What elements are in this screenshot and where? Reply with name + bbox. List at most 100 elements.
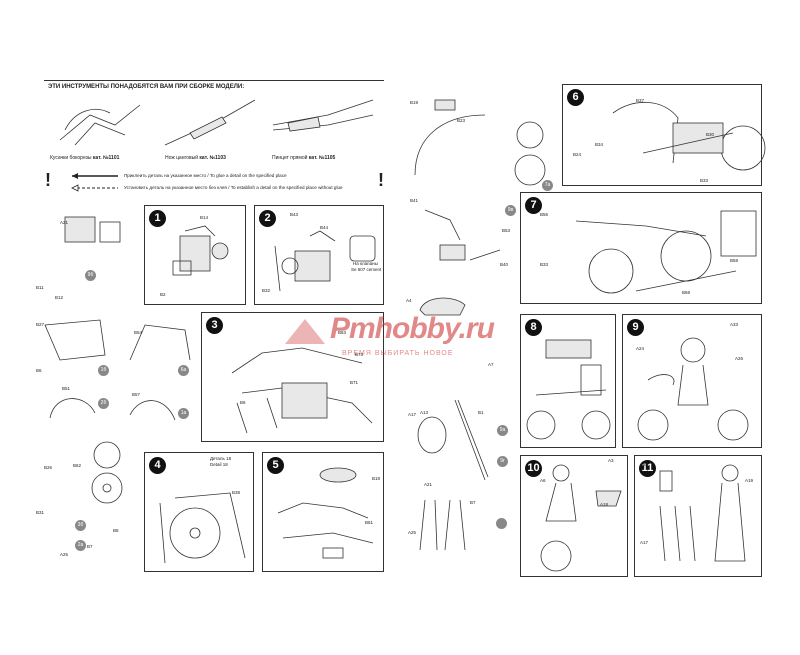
- step-6-box: 6: [562, 84, 766, 186]
- part-label: B58: [730, 258, 739, 263]
- watermark-subtitle: ВРЕМЯ ВЫБИРАТЬ НОВОЕ: [342, 350, 454, 357]
- engine-block-drawing: [172, 225, 229, 276]
- part-label: B51: [62, 386, 71, 391]
- spare-wheel-drawing: [91, 441, 123, 504]
- legend-glue-text: Приклеить деталь на указанное место / To…: [124, 173, 287, 178]
- part-label: B14: [200, 215, 209, 220]
- step-9-number: 9: [627, 319, 644, 336]
- part-label: B6: [36, 368, 42, 373]
- mudguard-drawing: [414, 99, 486, 176]
- part-label: B26: [44, 465, 53, 470]
- part-label: B31: [36, 510, 45, 515]
- step-chip: 9а: [497, 425, 508, 436]
- part-label: B43: [290, 212, 299, 217]
- handlebar-parts-drawing: [424, 209, 501, 261]
- step-1-number: 1: [149, 210, 166, 227]
- part-label: A17: [640, 540, 649, 545]
- legend-noglue-text: Установить деталь на указанное место без…: [124, 185, 343, 190]
- seat-drawing: [419, 297, 466, 316]
- step-4-detail-label-en: Detail 18: [210, 462, 228, 467]
- part-label: A7: [488, 362, 494, 367]
- tool-caption-1: Кусачки бокорезы кат. №1101: [50, 155, 120, 161]
- part-label: A3: [608, 458, 614, 463]
- step-5-box: 5: [262, 452, 384, 572]
- legend-mark-left: !: [45, 170, 51, 190]
- step-11-box: 11: [634, 455, 762, 577]
- part-label: A24: [636, 346, 645, 351]
- frame-left-drawing: [44, 319, 106, 361]
- step-3-box: 3: [201, 312, 384, 442]
- fender-right-drawing: [129, 400, 176, 421]
- part-label: B61: [365, 520, 374, 525]
- part-label: B32: [262, 288, 271, 293]
- part-label: A17: [408, 412, 417, 417]
- part-label: A21: [60, 220, 69, 225]
- front-wheel-drawing: [514, 121, 546, 186]
- no-glue-arrow-icon: [71, 184, 118, 192]
- step-10-number: 10: [525, 460, 542, 477]
- step-6-number: 6: [567, 89, 584, 106]
- step-chip: 1б: [98, 365, 109, 376]
- tool-caption-2: Нож цанговый кат. №1103: [165, 155, 226, 161]
- part-label: B6: [240, 400, 246, 405]
- step-5-number: 5: [267, 457, 284, 474]
- step-2-note: На клапаны: [353, 261, 378, 266]
- fuel-tank-drawing: [277, 467, 374, 559]
- rifle-drawing: [454, 399, 489, 481]
- tool-tweezers-icon: [272, 99, 374, 132]
- step-chip: [496, 518, 507, 529]
- bracket-part-drawing: [64, 216, 121, 243]
- tool-caption-3: Пинцет прямой кат. №1105: [272, 155, 336, 161]
- part-label: B30: [706, 132, 715, 137]
- part-label: B56: [540, 212, 549, 217]
- part-label: B7: [470, 500, 476, 505]
- step-2-note-en: Se 607 cement: [351, 267, 382, 272]
- motorcycle-sidecar-drawing: [575, 210, 757, 294]
- watermark-text: Pmhobby.ru: [330, 312, 495, 345]
- part-label: B2: [160, 292, 166, 297]
- part-label: B33: [700, 178, 709, 183]
- step-chip: 2б: [98, 398, 109, 409]
- standing-figure-drawing: [659, 464, 746, 562]
- step-8-number: 8: [525, 319, 542, 336]
- watermark: Pmhobby.ru ВРЕМЯ ВЫБИРАТЬ НОВОЕ: [270, 312, 530, 372]
- step-8-box: 8: [520, 314, 616, 448]
- part-label: B12: [55, 295, 64, 300]
- glue-arrow-icon: [72, 173, 118, 179]
- step-1-box: 1: [144, 205, 246, 305]
- part-label: B41: [410, 198, 419, 203]
- part-label: B54: [134, 330, 143, 335]
- step-chip: 9г: [497, 456, 508, 467]
- part-label: B27: [36, 322, 45, 327]
- part-label: A4: [406, 298, 412, 303]
- step-10-box: 10: [520, 455, 628, 577]
- step-4-detail-label: Деталь 18: [210, 456, 232, 461]
- step-chip: 2а: [75, 540, 86, 551]
- part-label: A19: [745, 478, 754, 483]
- part-label: B57: [132, 392, 141, 397]
- part-label: B19: [410, 100, 419, 105]
- part-label: A33: [730, 322, 739, 327]
- part-label: B34: [595, 142, 604, 147]
- part-label: B8: [113, 528, 119, 533]
- part-label: B71: [350, 380, 359, 385]
- frame-assembly-drawing: [231, 347, 373, 434]
- part-label: B7: [87, 544, 93, 549]
- part-label: B24: [573, 152, 582, 157]
- step-chip: 9в: [505, 205, 516, 216]
- sidecar-body-drawing: [526, 339, 611, 440]
- wheel-fork-drawing: [159, 492, 246, 564]
- step-chip: 9б: [85, 270, 96, 281]
- part-label: A8: [640, 462, 646, 467]
- part-label: B62: [73, 463, 82, 468]
- part-label: A21: [424, 482, 433, 487]
- part-label: B33: [540, 262, 549, 267]
- part-label: B63: [338, 330, 347, 335]
- part-label: B1: [478, 410, 484, 415]
- legend-mark-right: !: [378, 170, 384, 190]
- rider-seat-drawing: [637, 337, 749, 441]
- part-label: B73: [355, 352, 364, 357]
- frame-right-drawing: [129, 324, 191, 361]
- part-label: A13: [420, 410, 429, 415]
- step-7-number: 7: [525, 197, 542, 214]
